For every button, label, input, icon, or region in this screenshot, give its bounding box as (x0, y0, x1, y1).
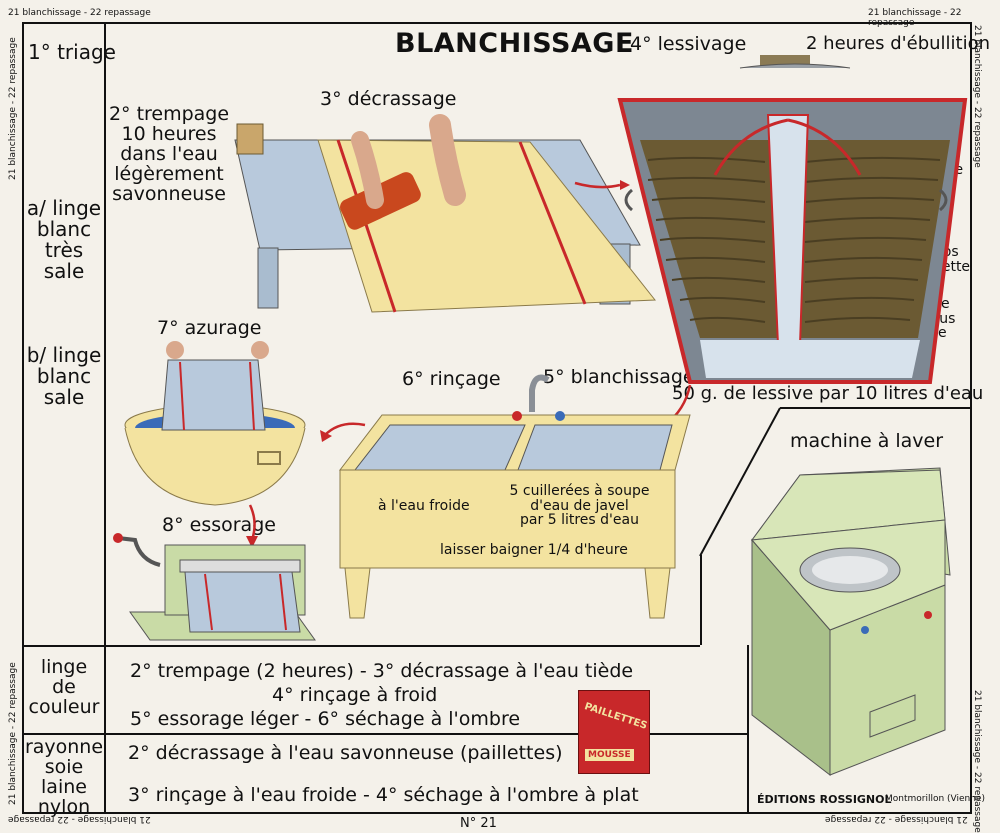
plate-number: N° 21 (460, 816, 497, 831)
frame-right (970, 22, 972, 814)
step-decrassage: 3° décrassage (320, 88, 457, 110)
step-lessivage: 4° lessivage (630, 33, 747, 55)
essoreuse-illustration (113, 533, 316, 641)
couleur-line-3: 5° essorage léger - 6° séchage à l'ombre (130, 708, 521, 730)
frame-top (22, 22, 972, 24)
divider-machine-v (700, 555, 702, 645)
rayonne-line-1: 2° décrassage à l'eau savonneuse (paille… (128, 742, 563, 764)
paillettes-box-top: PAILLETTES (582, 701, 649, 732)
label-linge-de-couleur: linge de couleur (28, 656, 100, 718)
label-lessive-dose: 50 g. de lessive par 10 litres d'eau (672, 383, 984, 404)
label-rayonne-soie-laine-nylon: rayonne soie laine nylon (24, 736, 104, 818)
step-essorage: 8° essorage (162, 514, 276, 536)
frame-left (22, 22, 24, 814)
label-machine-a-laver: machine à laver (790, 430, 944, 452)
table-decrassage-illustration (234, 114, 656, 313)
divider-rayonne (22, 733, 748, 735)
step-rincage: 6° rinçage (402, 368, 501, 390)
step-ebullition: 2 heures d'ébullition (806, 33, 991, 54)
label-eau-froide: à l'eau froide (378, 498, 470, 514)
divider-couleur (22, 645, 700, 647)
label-linge-blanc-sale: b/ linge blanc sale (26, 343, 102, 409)
couleur-line-1: 2° trempage (2 heures) - 3° décrassage à… (130, 660, 634, 682)
label-linge-blanc-tres-sale: a/ linge blanc très sale (26, 196, 102, 283)
rayonne-line-2: 3° rinçage à l'eau froide - 4° séchage à… (128, 784, 639, 806)
column-divider (104, 22, 106, 812)
paillettes-box-bottom: MOUSSE (585, 749, 634, 761)
label-javel: 5 cuillerées à soupe d'eau de javel par … (509, 483, 650, 529)
editor-place: Montmorillon (Vienne) (885, 794, 986, 804)
editor-name: ÉDITIONS ROSSIGNOL (757, 793, 892, 806)
paillettes-box: PAILLETTES MOUSSE (578, 690, 650, 774)
lessiveuse-illustration (617, 55, 968, 384)
step-blanchissage: 5° blanchissage (543, 366, 695, 388)
label-triage: 1° triage (28, 40, 116, 64)
page-title: BLANCHISSAGE (395, 28, 634, 59)
label-baigner: laisser baigner 1/4 d'heure (440, 542, 628, 558)
frame-bottom (22, 812, 972, 814)
step-azurage: 7° azurage (157, 317, 262, 339)
machine-a-laver-illustration (750, 467, 951, 777)
step-trempage: 2° trempage 10 heures dans l'eau légèrem… (108, 103, 230, 205)
margin-top-left: 21 blanchissage - 22 repassage (8, 8, 151, 18)
couleur-line-2: 4° rinçage à froid (272, 684, 438, 706)
bassine-illustration (124, 341, 306, 506)
evier-illustration (338, 374, 691, 619)
